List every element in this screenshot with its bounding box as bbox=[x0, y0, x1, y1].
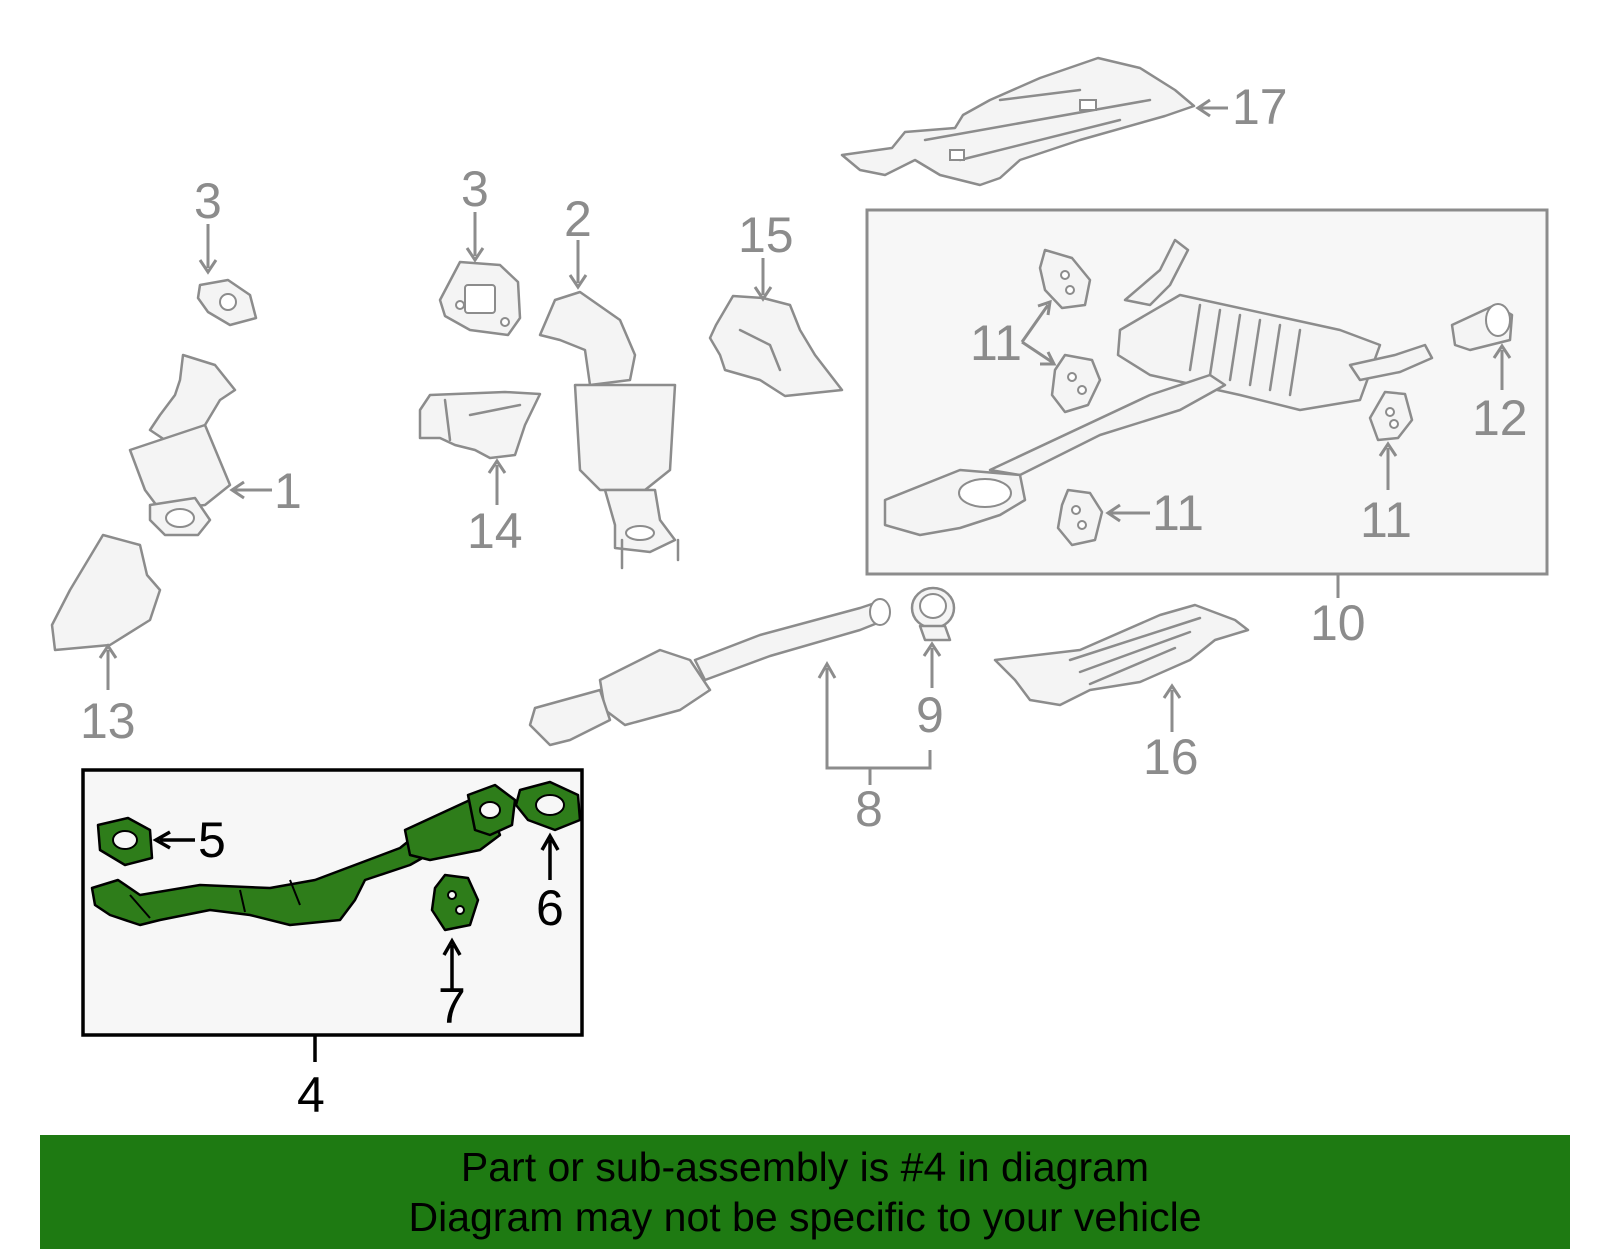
part-6-gasket[interactable] bbox=[514, 780, 582, 832]
part-3-gasket-middle[interactable] bbox=[438, 260, 522, 337]
part-8-intermediate-pipe[interactable] bbox=[528, 598, 891, 747]
part-13-heat-shield[interactable] bbox=[50, 533, 162, 652]
part-14-heat-shield[interactable] bbox=[418, 390, 542, 460]
part-7-hanger[interactable] bbox=[430, 873, 480, 932]
callout-12: 12 bbox=[1472, 390, 1528, 446]
callout-3-middle: 3 bbox=[461, 161, 489, 217]
banner-line-2: Diagram may not be specific to your vehi… bbox=[408, 1194, 1202, 1240]
part-11-hanger-a[interactable] bbox=[1038, 248, 1092, 310]
part-11-hanger-d[interactable] bbox=[1056, 488, 1104, 547]
part-4-front-pipe-highlighted[interactable] bbox=[90, 783, 517, 927]
part-15-heat-shield[interactable] bbox=[708, 294, 844, 398]
leader-lines bbox=[98, 98, 1512, 785]
callout-1: 1 bbox=[274, 463, 302, 519]
callout-5: 5 bbox=[198, 812, 226, 868]
callout-14: 14 bbox=[467, 503, 523, 559]
callout-16: 16 bbox=[1143, 729, 1199, 785]
callout-6: 6 bbox=[536, 880, 564, 936]
callout-11-bottom-right: 11 bbox=[1360, 492, 1412, 548]
callout-4: 4 bbox=[297, 1067, 325, 1123]
part-9-clamp[interactable] bbox=[910, 586, 956, 642]
part-1-catalytic-converter[interactable] bbox=[128, 353, 237, 537]
callout-15: 15 bbox=[738, 207, 794, 263]
part-10-muffler-assembly[interactable] bbox=[883, 238, 1434, 537]
callout-3-left: 3 bbox=[194, 173, 222, 229]
callout-7: 7 bbox=[438, 978, 466, 1034]
leader-lines-highlighted bbox=[152, 830, 560, 1062]
banner-line-1: Part or sub-assembly is #4 in diagram bbox=[460, 1144, 1150, 1190]
callout-10: 10 bbox=[1310, 595, 1366, 651]
part-16-heat-shield[interactable] bbox=[993, 603, 1250, 707]
part-11-hanger-c[interactable] bbox=[1368, 390, 1414, 442]
callout-17: 17 bbox=[1232, 79, 1288, 135]
part-2-catalytic-converter[interactable] bbox=[538, 290, 680, 570]
callout-11-top: 11 bbox=[970, 315, 1022, 371]
part-11-hanger-b[interactable] bbox=[1050, 353, 1102, 414]
part-3-gasket-left[interactable] bbox=[196, 278, 258, 327]
callout-11-bottom-middle: 11 bbox=[1152, 485, 1204, 541]
callout-13: 13 bbox=[80, 693, 136, 749]
part-5-gasket[interactable] bbox=[96, 816, 154, 867]
part-17-heat-shield[interactable] bbox=[840, 56, 1196, 187]
callout-2: 2 bbox=[564, 191, 592, 247]
info-banner: Part or sub-assembly is #4 in diagram Di… bbox=[40, 1135, 1570, 1249]
part-12-exhaust-tip[interactable] bbox=[1450, 303, 1514, 352]
callout-8: 8 bbox=[855, 781, 883, 837]
callout-9: 9 bbox=[916, 687, 944, 743]
